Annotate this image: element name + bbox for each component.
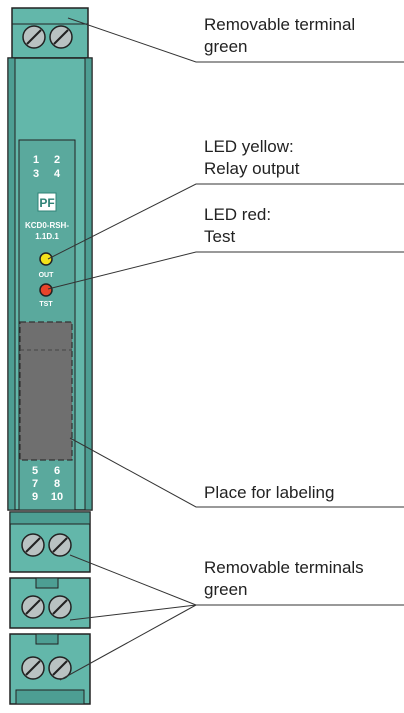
label-place-for-labeling-text: Place for labeling — [204, 483, 335, 502]
top-terminal-block — [11, 7, 89, 59]
leader-labeling — [69, 437, 404, 508]
label-led-yellow-line1: LED yellow: — [204, 137, 294, 156]
terminal-number-9: 9 — [32, 491, 38, 503]
model-text-line2: 1.1D.1 — [35, 232, 59, 241]
leader-led-red — [47, 251, 404, 290]
led-yellow — [39, 252, 53, 266]
label-removable-terminal: Removable terminal green — [204, 14, 355, 58]
label-removable-terminals: Removable terminals green — [204, 557, 364, 601]
manufacturer-logo: PF — [37, 192, 57, 212]
terminal-number-7: 7 — [32, 478, 38, 490]
terminal-number-8: 8 — [54, 478, 60, 490]
svg-text:PF: PF — [39, 196, 54, 210]
terminal-number-10: 10 — [51, 491, 63, 503]
terminal-number-6: 6 — [54, 465, 60, 477]
label-led-red: LED red: Test — [204, 204, 271, 248]
terminal-number-3: 3 — [33, 168, 39, 180]
bottom-terminal-block-3 — [9, 633, 91, 705]
label-led-red-line2: Test — [204, 227, 236, 246]
leader-lines — [47, 17, 404, 681]
led-out-label: OUT — [39, 272, 55, 279]
model-text-line1: KCD0-RSH- — [25, 221, 69, 230]
leader-terminals-b — [69, 604, 197, 621]
label-removable-terminals-line2: green — [204, 580, 248, 599]
label-led-yellow: LED yellow: Relay output — [204, 136, 299, 180]
terminal-number-4: 4 — [54, 168, 61, 180]
label-place-for-labeling: Place for labeling — [204, 482, 334, 504]
label-led-yellow-line2: Relay output — [204, 159, 300, 178]
bottom-terminal-block-1 — [9, 511, 91, 573]
terminal-number-1: 1 — [33, 154, 39, 166]
label-removable-terminals-line1: Removable terminals — [204, 558, 364, 577]
leader-terminals-c — [59, 604, 197, 681]
bottom-terminal-block-2 — [9, 577, 91, 629]
leader-removable-terminal — [67, 17, 404, 63]
label-led-red-line1: LED red: — [204, 205, 272, 224]
led-red — [39, 283, 53, 297]
label-removable-terminal-line2: green — [204, 37, 248, 56]
leader-terminals-a — [69, 554, 197, 606]
leader-led-yellow — [47, 183, 404, 260]
label-removable-terminal-line1: Removable terminal — [204, 15, 356, 34]
terminal-number-5: 5 — [32, 465, 38, 477]
led-tst-label: TST — [39, 301, 53, 308]
labeling-window — [19, 321, 73, 461]
terminal-number-2: 2 — [54, 154, 60, 166]
